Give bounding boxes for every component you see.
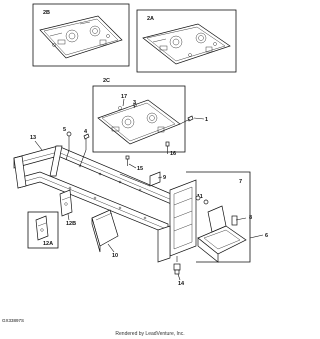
callout-16: 16 — [170, 151, 176, 157]
inset-7: 7 8 — [186, 171, 252, 263]
bolt-15: 15 — [119, 155, 151, 187]
main-frame — [13, 145, 177, 235]
callout-17: 17 — [121, 94, 127, 100]
inset-2b-frame — [32, 3, 130, 67]
fastener-5: 5 — [63, 127, 72, 150]
bracket-12b: 12B — [59, 189, 76, 227]
inset-2c-frame — [92, 85, 186, 153]
exploded-parts-diagram: 2B 2A — [13, 3, 268, 287]
callout-12b: 12B — [66, 221, 76, 227]
diagram-reference-code: GX33897S — [2, 318, 25, 323]
inset-12a-frame — [27, 211, 59, 249]
inset-12a: 12A — [27, 211, 59, 249]
render-credit: Rendered by LeadVenture, Inc. — [115, 331, 185, 337]
callout-14: 14 — [178, 281, 185, 287]
deck-plate-2c — [97, 99, 181, 145]
callout-3: 3 — [133, 100, 136, 106]
inset-7-frame — [186, 171, 251, 263]
callout-5: 5 — [63, 127, 66, 133]
part-10: 10 — [91, 209, 119, 259]
callout-12a: 12A — [43, 241, 53, 247]
callout-10: 10 — [112, 253, 118, 259]
part-8: 8 — [231, 215, 252, 226]
callout-2b: 2B — [43, 10, 50, 16]
callout-8: 8 — [249, 215, 252, 221]
bracket-9: 9 — [149, 171, 166, 187]
fastener-4: 4 — [83, 129, 90, 150]
deck-plate-2b — [39, 15, 123, 59]
callout-2a: 2A — [147, 16, 154, 22]
axle-support-11: 11 — [157, 179, 203, 263]
fitting-14: 14 — [173, 256, 185, 287]
callout-4: 4 — [84, 129, 88, 135]
inset-2c: 2C 17 3 — [92, 78, 186, 153]
callout-15: 15 — [137, 166, 143, 172]
bracket-6 — [197, 205, 247, 263]
inset-2a-frame — [136, 9, 237, 73]
bolt-1: 1 — [179, 115, 208, 125]
callout-7: 7 — [239, 179, 242, 185]
callout-6: 6 — [265, 233, 268, 239]
deck-plate-2a — [142, 23, 231, 65]
callout-9: 9 — [163, 175, 166, 181]
inset-2a: 2A — [136, 9, 237, 73]
callout-1: 1 — [205, 117, 208, 123]
callout-2c: 2C — [103, 78, 110, 84]
callout-13: 13 — [30, 135, 36, 141]
bolt-16: 16 — [165, 141, 176, 157]
inset-2b: 2B — [32, 3, 130, 67]
